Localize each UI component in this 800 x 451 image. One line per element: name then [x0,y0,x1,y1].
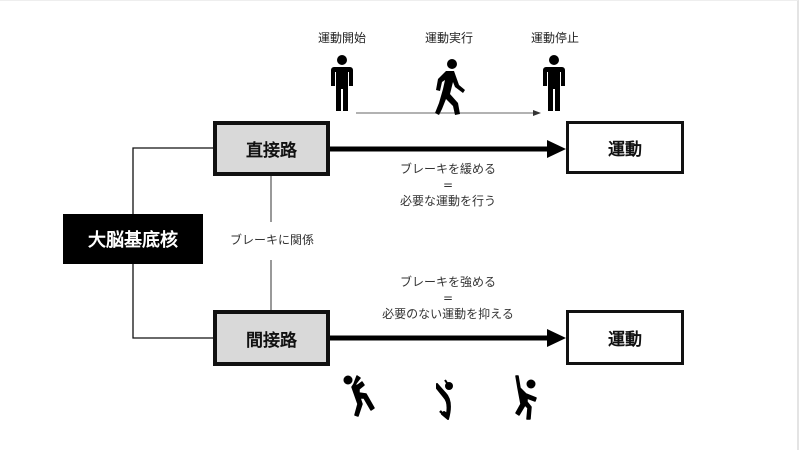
jerking-person-icon [436,379,453,420]
indirect-note: ブレーキを強める = 必要のない運動を抑える [358,273,538,324]
indirect-note-line2: 必要のない運動を抑える [382,307,514,321]
walking-person-icon [435,59,465,115]
standing-person-icon [331,55,353,111]
falling-person-icon [343,375,375,417]
indirect-arrow [330,329,566,347]
flailing-person-icon [515,375,537,420]
direct-arrow [330,140,566,158]
direct-note: ブレーキを緩める = 必要な運動を行う [368,160,528,211]
indirect-path-box: 間接路 [213,310,330,366]
direct-note-line2: 必要な運動を行う [399,194,496,208]
direct-path-box: 直接路 [213,121,330,176]
standing-person-icon [543,55,565,111]
core-to-indirect-line [132,264,213,339]
direct-note-line1: ブレーキを緩める [399,162,496,176]
basal-ganglia-label: 大脳基底核 [88,230,178,251]
direct-note-equals: = [442,178,454,192]
indirect-path-label: 間接路 [246,330,297,351]
core-to-direct-line [132,147,213,214]
indirect-note-equals: = [442,291,454,305]
label-motion-start: 運動開始 [317,31,366,45]
indirect-motion-box: 運動 [566,310,684,365]
basal-ganglia-box: 大脳基底核 [63,214,203,264]
direct-path-label: 直接路 [246,141,297,161]
relation-label: ブレーキに関係 [229,233,314,247]
indirect-note-line1: ブレーキを強める [399,275,496,289]
label-motion-execute: 運動実行 [424,31,473,45]
indirect-motion-label: 運動 [608,330,642,350]
label-motion-stop: 運動停止 [530,31,579,45]
direct-motion-box: 運動 [566,121,684,174]
direct-motion-label: 運動 [608,140,642,160]
